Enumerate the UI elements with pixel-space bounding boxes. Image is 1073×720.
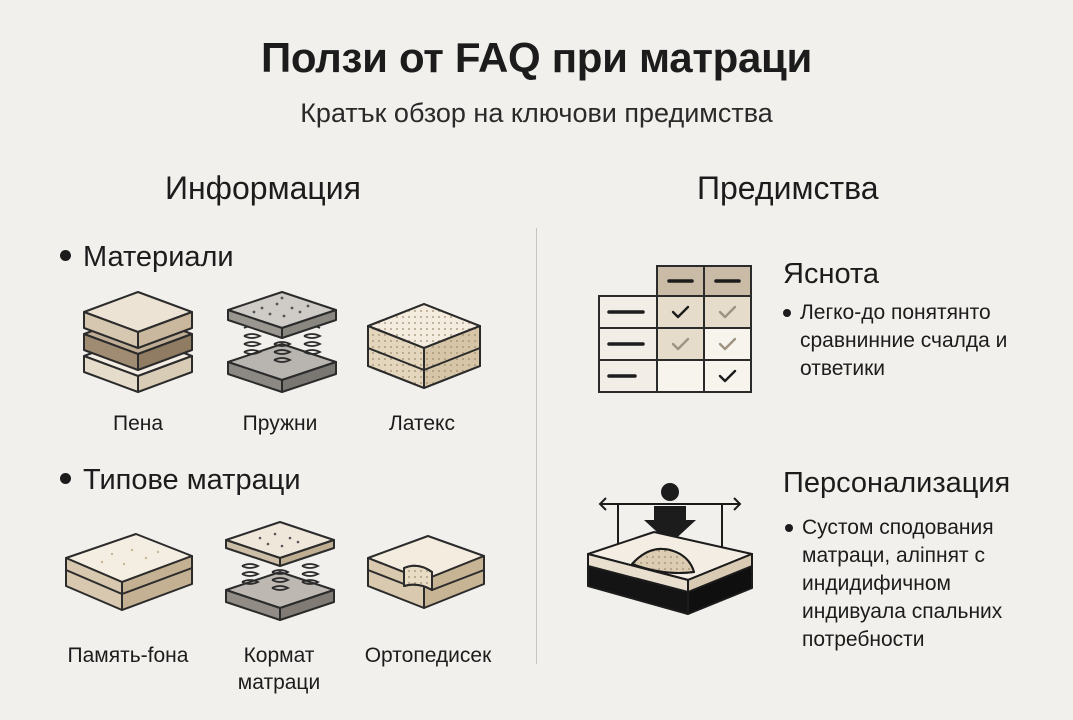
materials-heading-text: Материали: [83, 241, 234, 273]
comparison-table-icon: [598, 265, 752, 393]
latex-block-icon: [367, 303, 481, 389]
type-label-pocket: Кормат матраци: [237, 644, 321, 694]
body-pressure-mattress-icon: [587, 483, 753, 615]
type-label-memory-foam: Память-fона: [67, 644, 189, 667]
material-label-latex: Латекс: [389, 412, 455, 435]
benefits-heading: Предимства: [697, 170, 879, 206]
bullet-dot: [60, 472, 71, 484]
information-heading: Информация: [165, 170, 361, 206]
spring-mattress-icon: [227, 291, 337, 393]
foam-layers-icon: [83, 291, 193, 393]
page-title: Ползи от FAQ при матраци: [260, 34, 813, 81]
pocket-spring-mattress-icon: [225, 521, 335, 621]
materials-heading: Материали: [60, 241, 234, 274]
types-heading-text: Типове матраци: [83, 464, 301, 496]
personalization-text: Сустом сподования матраци, аліпнят с инд…: [785, 514, 1032, 654]
page-subtitle: Кратък обзор на ключови предимства: [300, 98, 773, 128]
clarity-text: Легко-до понятянто сравнинние счалда и о…: [783, 299, 1040, 383]
bullet-dot: [60, 249, 71, 261]
type-label-orthopedic: Ортопедисек: [364, 644, 492, 667]
bullet-dot: [783, 309, 791, 317]
types-heading: Типове матраци: [60, 464, 301, 497]
orthopedic-mattress-icon: [367, 535, 485, 609]
clarity-title: Яснота: [783, 258, 880, 290]
material-label-foam: Пена: [112, 412, 164, 435]
material-label-springs: Пружни: [242, 412, 318, 435]
personalization-title: Персонализация: [783, 467, 1011, 499]
memory-foam-mattress-icon: [65, 533, 193, 611]
column-divider: [536, 228, 537, 664]
bullet-dot: [785, 524, 793, 532]
personalization-text-content: Сустом сподования матраци, аліпнят с инд…: [802, 516, 1003, 651]
clarity-text-content: Легко-до понятянто сравнинние счалда и о…: [800, 301, 1008, 380]
